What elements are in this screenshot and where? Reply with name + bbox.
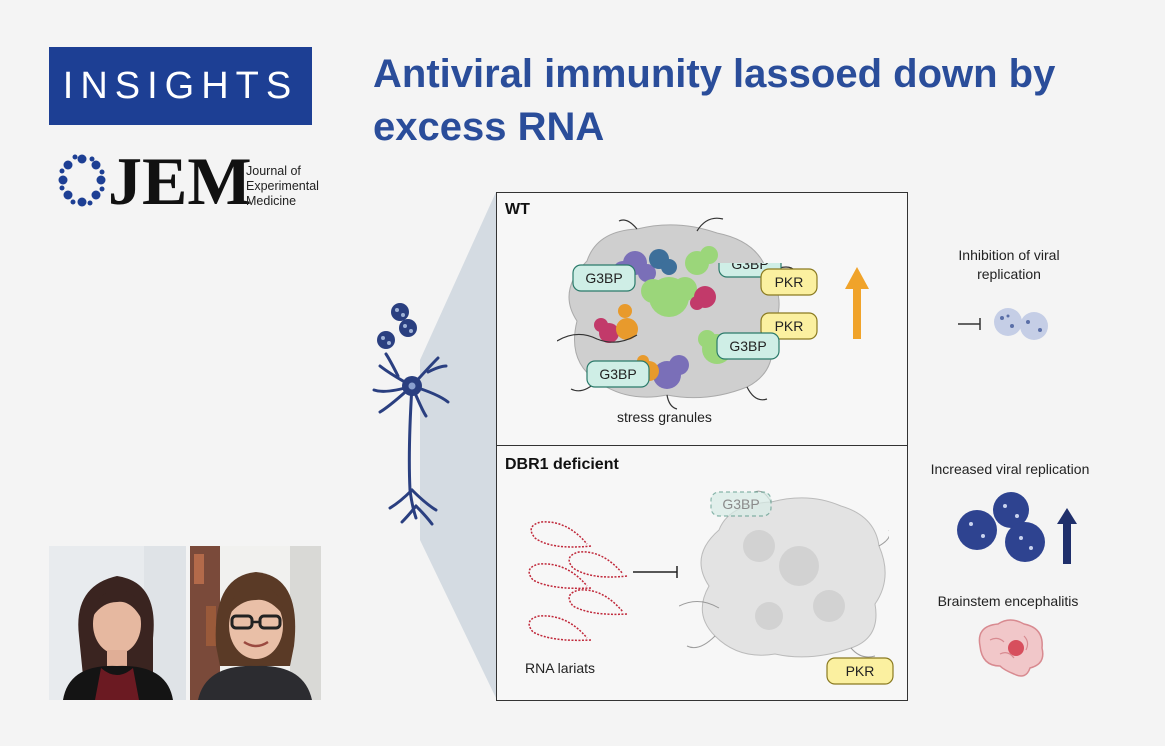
stress-granules-caption: stress granules [617,409,712,425]
rna-lariats-caption: RNA lariats [525,660,596,676]
rna-lariats-illustration [528,521,628,642]
jem-logo-icon [58,154,106,207]
wt-panel-title: WT [505,201,530,218]
svg-text:PKR: PKR [846,663,875,679]
svg-text:G3BP: G3BP [599,366,636,382]
pkr-label-2: PKR [760,312,818,340]
encephalitis-label: Brainstem encephalitis [937,593,1079,609]
inhibition-arrow-icon [633,566,678,578]
neuron-illustration [372,192,496,698]
up-arrow-navy-icon [1057,508,1077,564]
g3bp-faded-label: G3BP [710,491,772,517]
author-photo-2 [190,546,321,700]
dbr1-panel: DBR1 deficient RNA lariats G3BP PKR [496,445,908,701]
wt-outcome-label: Inhibition of viral replication [958,247,1060,282]
inhibited-virus-icon [958,308,1048,340]
svg-text:G3BP: G3BP [722,496,759,512]
insights-badge: INSIGHTS [49,47,312,125]
article-title: Antiviral immunity lassoed down by exces… [373,52,1056,149]
svg-text:PKR: PKR [775,274,804,290]
increased-replication-label: Increased viral replication [930,461,1090,477]
author-photo-1 [49,546,186,700]
insights-label: INSIGHTS [62,64,299,107]
svg-text:PKR: PKR [775,318,804,334]
svg-text:G3BP: G3BP [585,270,622,286]
g3bp-label-3: G3BP [716,332,780,360]
disassembled-granule-illustration [679,490,889,658]
pkr-label-1: PKR [760,268,818,296]
up-arrow-orange-icon [845,267,869,339]
wt-panel: WT G3BP G3BP PKR PKR [496,192,908,446]
virus-icon [377,303,417,349]
pkr-faded-label: PKR [826,657,894,685]
g3bp-label-4: G3BP [586,360,650,388]
viral-replication-icon [957,492,1077,564]
journal-name: Journal of Experimental Medicine [246,164,319,208]
svg-text:G3BP: G3BP [729,338,766,354]
dbr1-panel-title: DBR1 deficient [505,456,619,473]
brain-icon [978,619,1044,677]
svg-text:G3BP: G3BP [731,263,768,272]
g3bp-label-1: G3BP [572,264,636,292]
jem-wordmark: JEM [108,143,252,219]
